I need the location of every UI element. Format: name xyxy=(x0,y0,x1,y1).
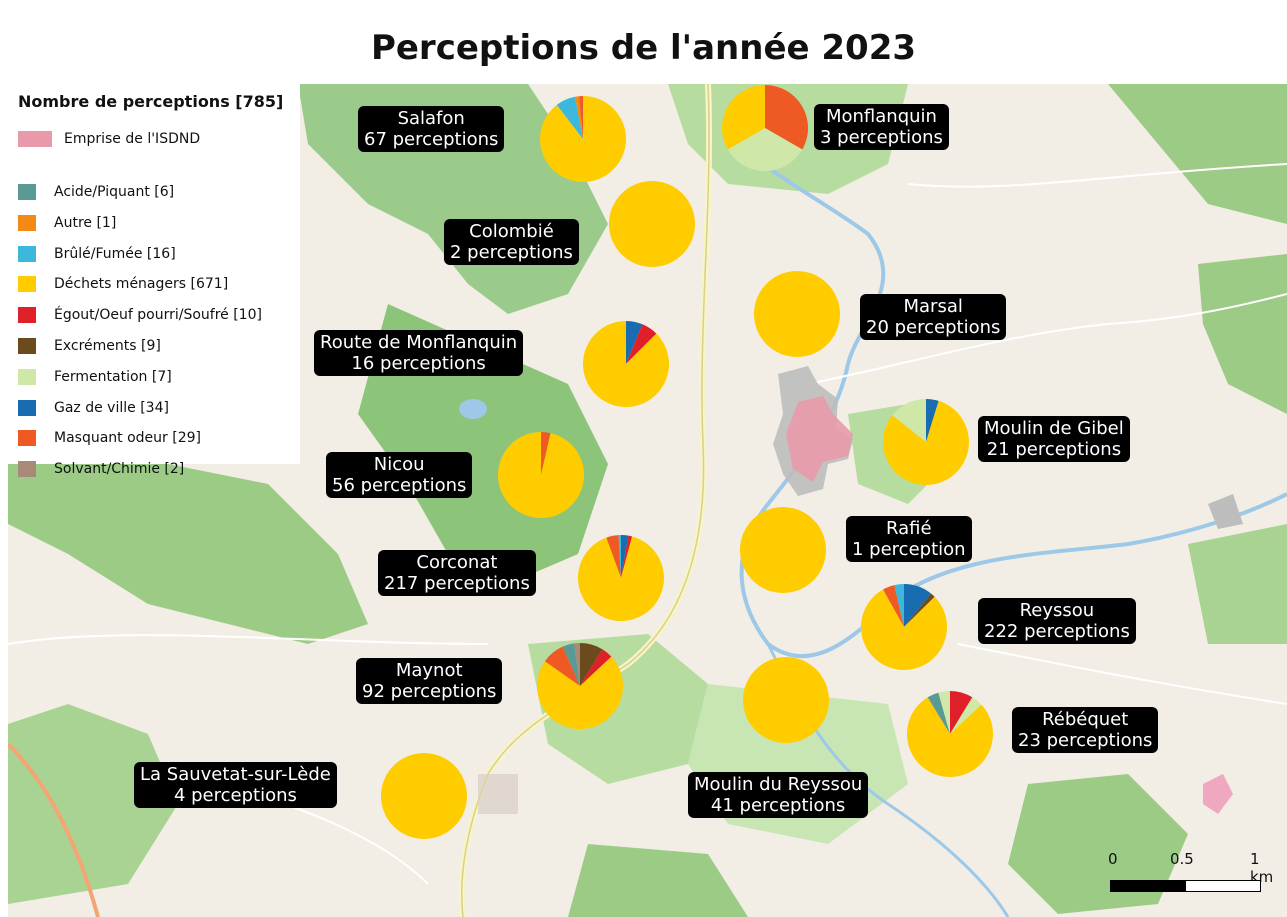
legend-swatch xyxy=(18,368,36,385)
legend-swatch xyxy=(18,461,36,478)
pie-0[interactable] xyxy=(540,96,626,182)
scale-label-05: 0.5 xyxy=(1170,850,1194,868)
pie-slice xyxy=(580,649,612,686)
pie-slice xyxy=(927,692,950,734)
pie-slice xyxy=(894,584,904,627)
scale-bar-white xyxy=(1185,880,1261,892)
pie-slice xyxy=(883,585,904,627)
pie-slice xyxy=(578,96,583,139)
pie-slice xyxy=(621,535,629,578)
pie-slice xyxy=(606,535,621,578)
legend-label: Excréments [9] xyxy=(54,338,161,354)
legend-swatch xyxy=(18,214,36,231)
pie-slice xyxy=(904,593,935,627)
scale-label-0: 0 xyxy=(1108,850,1118,868)
legend: Nombre de perceptions [785] Emprise de l… xyxy=(8,84,300,478)
pie-slice xyxy=(626,321,643,364)
legend-swatch xyxy=(18,276,36,293)
pie-slice xyxy=(727,128,803,171)
legend-swatch xyxy=(18,430,36,447)
pie-slice xyxy=(574,643,580,686)
pie-slice xyxy=(609,181,695,267)
legend-swatch xyxy=(18,307,36,324)
pie-slice xyxy=(950,697,982,734)
pie-slice xyxy=(907,697,994,777)
map-title: Perceptions de l'année 2023 xyxy=(370,28,917,68)
pie-slice xyxy=(950,691,973,734)
legend-swatch xyxy=(18,338,36,354)
pie-slice xyxy=(883,400,969,485)
pie-slice xyxy=(578,536,664,621)
pie-slice xyxy=(621,535,633,578)
pie-5[interactable] xyxy=(883,399,969,485)
pie-12[interactable] xyxy=(907,691,994,777)
pie-layer xyxy=(381,85,994,839)
pie-2[interactable] xyxy=(609,181,695,267)
pie-slice xyxy=(574,96,583,139)
pie-slice xyxy=(562,643,580,686)
legend-label: Gaz de ville [34] xyxy=(54,399,169,416)
pie-slice xyxy=(618,535,621,578)
pie-slice xyxy=(544,646,580,686)
legend-label: Autre [1] xyxy=(54,214,117,231)
scale-bar: 0 0.5 1 km xyxy=(1100,850,1280,900)
pie-9[interactable] xyxy=(861,584,947,670)
pie-8[interactable] xyxy=(578,535,664,621)
legend-label: Solvant/Chimie [2] xyxy=(54,461,185,478)
pie-slice xyxy=(537,656,623,729)
legend-label: Égout/Oeuf pourri/Soufré [10] xyxy=(54,307,262,324)
pie-slice xyxy=(938,691,950,734)
pie-slice xyxy=(904,584,932,627)
pie-slice xyxy=(861,589,947,670)
legend-swatch xyxy=(18,399,36,416)
pie-1[interactable] xyxy=(722,85,808,171)
pie-slice xyxy=(740,507,826,593)
pie-4[interactable] xyxy=(583,321,669,407)
legend-label: Masquant odeur [29] xyxy=(54,430,201,447)
legend-label: Acide/Piquant [6] xyxy=(54,184,175,200)
pie-slice xyxy=(743,657,829,743)
legend-label: Fermentation [7] xyxy=(54,368,172,385)
pie-slice xyxy=(765,85,808,150)
pie-slice xyxy=(556,96,583,139)
pie-slice xyxy=(722,85,765,150)
pie-10[interactable] xyxy=(537,643,623,729)
pie-slice xyxy=(926,399,939,442)
pie-13[interactable] xyxy=(381,753,467,839)
pie-slice xyxy=(381,753,467,839)
pie-3[interactable] xyxy=(754,271,840,357)
pie-slice xyxy=(580,643,603,686)
legend-label: Déchets ménagers [671] xyxy=(54,276,229,293)
emprise-swatch xyxy=(18,131,52,147)
pie-11[interactable] xyxy=(743,657,829,743)
pie-slice xyxy=(497,432,584,518)
pie-slice xyxy=(583,321,669,407)
pie-slice xyxy=(626,324,657,364)
pie-slice xyxy=(541,432,551,475)
scale-bar-black xyxy=(1110,880,1186,892)
pie-7[interactable] xyxy=(740,507,826,593)
pie-6[interactable] xyxy=(497,432,584,518)
legend-swatch xyxy=(18,184,36,200)
pie-slice xyxy=(892,399,926,442)
legend-label: Brûlé/Fumée [16] xyxy=(54,245,176,262)
legend-title: Nombre de perceptions [785] xyxy=(18,92,284,111)
pie-slice xyxy=(754,271,840,357)
legend-swatch xyxy=(18,245,36,262)
